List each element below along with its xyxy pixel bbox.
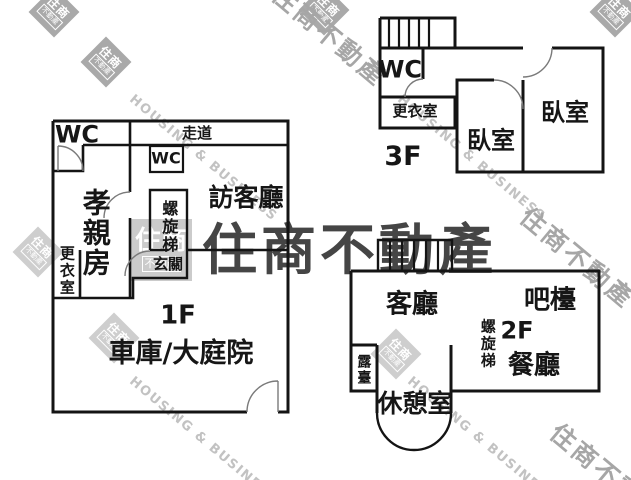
label-1f-parent-room: 孝親房 [78,188,112,278]
label-2f-floor: 2F [500,316,534,345]
label-1f-foyer: 玄關 [152,255,184,274]
label-2f-lounge: 休憩室 [377,388,453,418]
label-1f-garage: 車庫/大庭院 [108,337,254,369]
label-1f-spiral-stair: 螺旋梯 [159,200,179,254]
label-1f-small-wc: WC [151,148,181,168]
label-2f-bar: 吧檯 [523,285,577,316]
label-1f-floor: 1F [160,300,196,331]
label-2f-dining: 餐廳 [507,350,561,381]
stairs-3f [387,18,431,48]
label-2f-living: 客廳 [385,289,439,320]
label-1f-dressing-room: 更衣室 [57,245,76,297]
doors-3f [404,47,553,110]
walls-2f [349,238,601,452]
label-3f-dressing-room: 更衣室 [392,102,438,121]
label-2f-spiral-stair: 螺旋梯 [478,318,497,370]
label-1f-guest-living: 訪客廳 [208,182,284,212]
label-1f-corridor: 走道 [181,124,213,143]
label-3f-wc: WC [377,55,423,84]
label-3f-bedroom-right: 臥室 [541,98,589,127]
label-3f-bedroom-left: 臥室 [467,126,515,155]
label-3f-floor: 3F [384,140,422,172]
label-1f-wc: WC [54,120,100,149]
walls-3f [378,16,605,174]
label-2f-terrace: 露臺 [355,354,372,386]
stairs-2f [388,240,440,271]
